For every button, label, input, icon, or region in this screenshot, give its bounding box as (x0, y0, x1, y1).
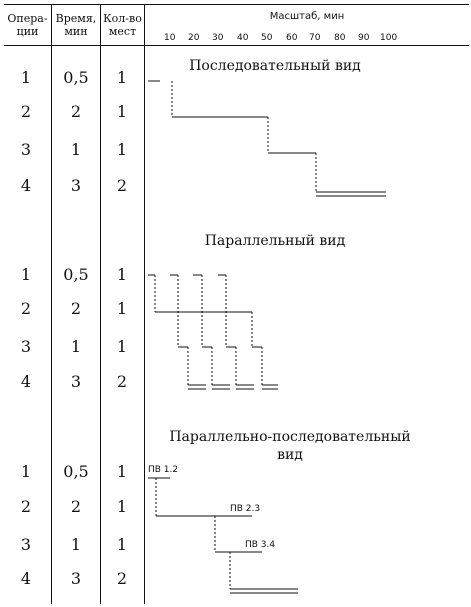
s2-row1-time: 0,5 (63, 265, 89, 284)
s2-row3-time: 1 (70, 337, 82, 356)
table-top-border (4, 4, 469, 5)
s3-row1-op: 1 (20, 462, 32, 481)
scale-tick-100: 100 (380, 33, 398, 43)
s3-row4-time: 3 (70, 569, 82, 588)
s1-row3-places: 1 (116, 140, 128, 159)
s2-row4-places: 2 (116, 372, 128, 391)
s1-row2-op: 2 (20, 102, 32, 121)
s3-row2-op: 2 (20, 497, 32, 516)
s2-row1-places: 1 (116, 265, 128, 284)
s1-row3-op: 3 (20, 140, 32, 159)
s1-row1-places: 1 (116, 68, 128, 87)
s2-row2-time: 2 (70, 299, 82, 318)
s1-row4-time: 3 (70, 176, 82, 195)
s1-row1-op: 1 (20, 68, 32, 87)
scale-tick-80: 80 (334, 33, 346, 43)
scale-tick-70: 70 (309, 33, 321, 43)
s1-row2-places: 1 (116, 102, 128, 121)
section-parallel-title: Параллельный вид (204, 233, 346, 249)
s2-row1-op: 1 (20, 265, 32, 284)
scale-tick-90: 90 (358, 33, 370, 43)
s3-row4-places: 2 (116, 569, 128, 588)
pv-label-3-4: ПВ 3.4 (245, 540, 276, 550)
s2-row4-op: 4 (20, 372, 32, 391)
scale-tick-50: 50 (261, 33, 273, 43)
s2-row3-op: 3 (20, 337, 32, 356)
s1-row3-time: 1 (70, 140, 82, 159)
s3-row3-time: 1 (70, 535, 82, 554)
s1-row4-places: 2 (116, 176, 128, 195)
scale-tick-10: 10 (164, 33, 176, 43)
s1-row2-time: 2 (70, 102, 82, 121)
s3-row3-op: 3 (20, 535, 32, 554)
header-scale: Масштаб, мин (269, 11, 345, 22)
section-sequential-title: Последовательный вид (189, 58, 361, 74)
s3-row1-places: 1 (116, 462, 128, 481)
pv-label-2-3: ПВ 2.3 (230, 504, 261, 514)
s1-row4-op: 4 (20, 176, 32, 195)
s2-row3-places: 1 (116, 337, 128, 356)
scale-tick-30: 30 (212, 33, 224, 43)
s2-row4-time: 3 (70, 372, 82, 391)
table-col-divider-2 (100, 4, 101, 604)
s3-row3-places: 1 (116, 535, 128, 554)
scale-tick-20: 20 (188, 33, 200, 43)
s3-row4-op: 4 (20, 569, 32, 588)
section-par-seq-title: Параллельно-последовательный вид (169, 429, 411, 463)
table-col-divider-3 (144, 4, 145, 604)
s3-row2-time: 2 (70, 497, 82, 516)
scale-tick-60: 60 (286, 33, 298, 43)
table-header-border (4, 45, 469, 46)
scale-tick-40: 40 (237, 33, 249, 43)
header-time: Время, мин (55, 12, 97, 38)
pv-label-1-2: ПВ 1.2 (148, 465, 179, 475)
table-col-divider-1 (51, 4, 52, 604)
header-operations: Опера- ции (7, 12, 48, 38)
s2-row2-places: 1 (116, 299, 128, 318)
header-places: Кол-во мест (103, 12, 142, 38)
s1-row1-time: 0,5 (63, 68, 89, 87)
s2-row2-op: 2 (20, 299, 32, 318)
s3-row2-places: 1 (116, 497, 128, 516)
s3-row1-time: 0,5 (63, 462, 89, 481)
